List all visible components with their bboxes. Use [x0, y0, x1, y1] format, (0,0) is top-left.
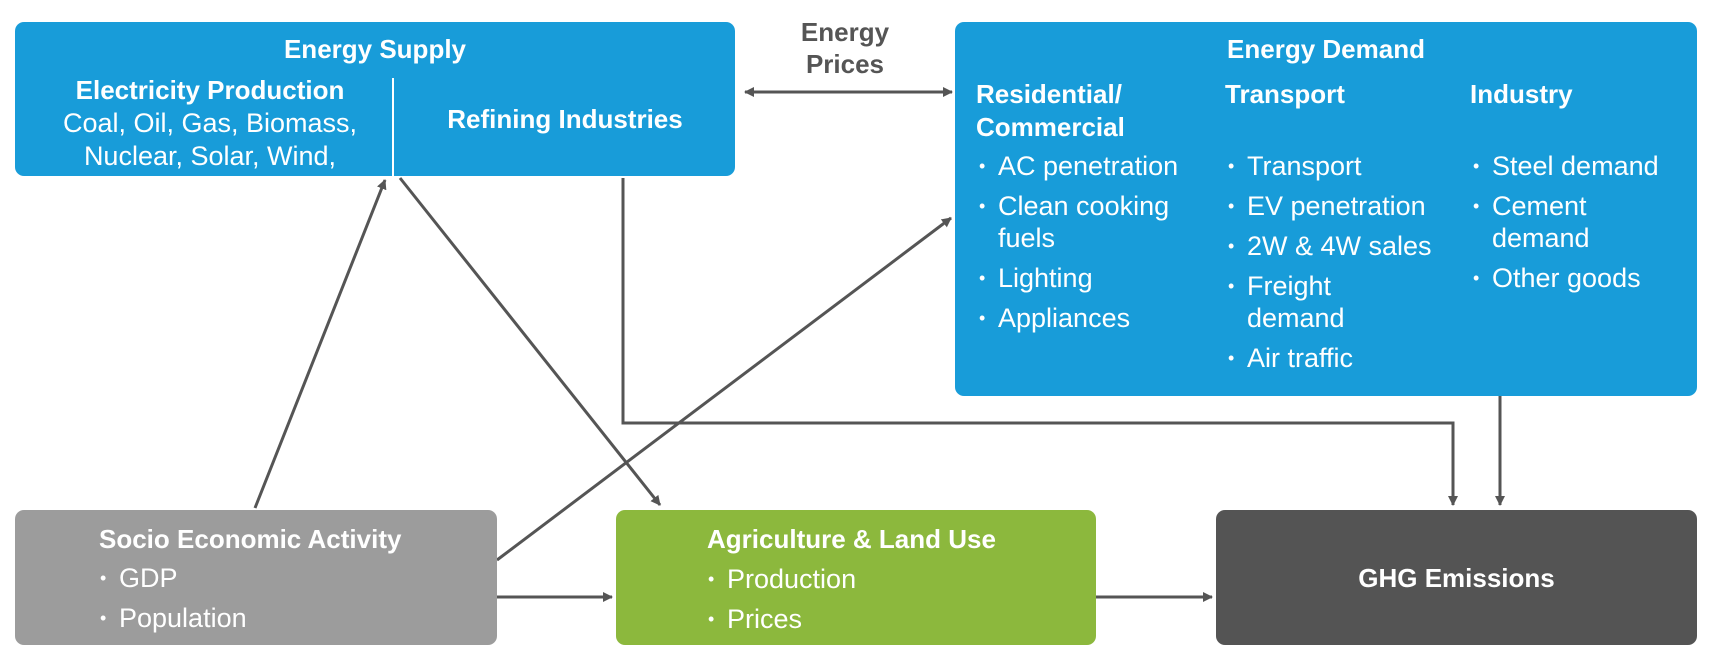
supply-divider	[392, 78, 394, 176]
electricity-production-title: Electricity Production	[75, 75, 345, 105]
residential-list: AC penetration Clean cooking fuels Light…	[976, 150, 1216, 334]
arrow-supply-to-agriculture	[398, 177, 662, 506]
agriculture-list: Production Prices	[705, 563, 1075, 643]
agriculture-title: Agriculture & Land Use	[707, 524, 996, 554]
electricity-sources-line1: Coal, Oil, Gas, Biomass,	[62, 108, 358, 138]
list-item: GDP	[97, 562, 477, 594]
list-item: Air traffic	[1225, 342, 1460, 374]
transport-title: Transport	[1225, 79, 1345, 109]
energy-prices-label: Energy Prices	[775, 16, 915, 80]
socio-economic-title: Socio Economic Activity	[99, 524, 402, 554]
socio-economic-box: Socio Economic Activity GDP Population	[15, 510, 497, 645]
industry-column: Industry Steel demand Cement demand Othe…	[1470, 79, 1685, 302]
energy-prices-line1: Energy	[800, 17, 890, 47]
list-item: Lighting	[976, 262, 1216, 294]
list-item: Cement demand	[1470, 190, 1632, 254]
arrow-socio-to-supply	[253, 179, 387, 509]
agriculture-box: Agriculture & Land Use Production Prices	[616, 510, 1096, 645]
ghg-emissions-title: GHG Emissions	[1358, 563, 1555, 593]
socio-list: GDP Population	[97, 562, 477, 642]
list-item: AC penetration	[976, 150, 1216, 182]
residential-title-line2: Commercial	[976, 112, 1125, 142]
arrow-socio-to-demand	[496, 216, 952, 562]
list-item: Appliances	[976, 302, 1216, 334]
industry-list: Steel demand Cement demand Other goods	[1470, 150, 1685, 294]
list-item: Prices	[705, 603, 1075, 635]
residential-column: Residential/ Commercial AC penetration C…	[976, 79, 1216, 342]
residential-title-line1: Residential/	[976, 79, 1122, 109]
transport-column: Transport Transport EV penetration 2W & …	[1225, 79, 1460, 382]
list-item: EV penetration	[1225, 190, 1460, 222]
list-item: Population	[97, 602, 477, 634]
list-item: Other goods	[1470, 262, 1685, 294]
list-item: Production	[705, 563, 1075, 595]
electricity-sources-line2: Nuclear, Solar, Wind,	[83, 141, 337, 171]
list-item: 2W & 4W sales	[1225, 230, 1460, 262]
list-item: Steel demand	[1470, 150, 1685, 182]
ghg-emissions-box: GHG Emissions	[1216, 510, 1697, 645]
energy-prices-line2: Prices	[805, 49, 885, 79]
arrow-refining-to-ghg	[621, 178, 1458, 506]
list-item: Freight demand	[1225, 270, 1377, 334]
transport-list: Transport EV penetration 2W & 4W sales F…	[1225, 150, 1460, 374]
energy-demand-box: Energy Demand Residential/ Commercial AC…	[955, 22, 1697, 396]
list-item: Transport	[1225, 150, 1460, 182]
industry-title: Industry	[1470, 79, 1573, 109]
refining-industries-label: Refining Industries	[447, 104, 683, 134]
energy-supply-title: Energy Supply	[283, 34, 467, 64]
list-item: Clean cooking fuels	[976, 190, 1216, 254]
energy-supply-box: Energy Supply Electricity Production Coa…	[15, 22, 735, 176]
energy-demand-title: Energy Demand	[1227, 34, 1425, 64]
